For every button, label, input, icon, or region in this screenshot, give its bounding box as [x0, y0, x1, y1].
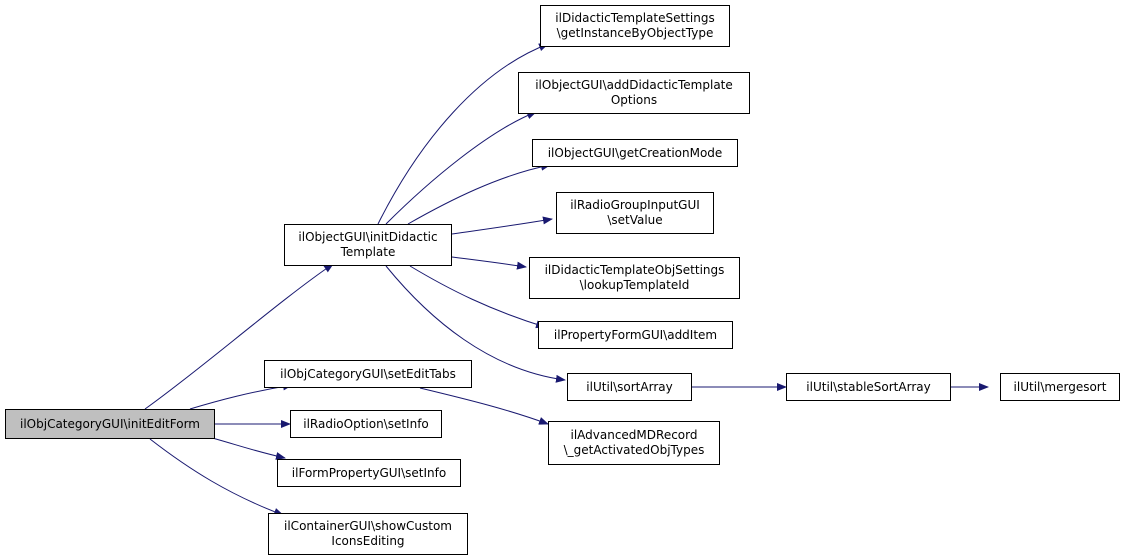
node-add-didactic-template-options[interactable]: ilObjectGUI\addDidacticTemplate Options	[518, 72, 750, 114]
node-label-group: ilDidacticTemplateObjSettings \lookupTem…	[545, 263, 725, 293]
node-label-line-1: ilAdvancedMDRecord	[570, 428, 698, 442]
node-label: ilPropertyFormGUI\addItem	[553, 327, 718, 342]
node-label-group: ilContainerGUI\showCustom IconsEditing	[284, 519, 452, 549]
node-label-line-2: \setValue	[607, 213, 663, 227]
node-get-activated-obj-types[interactable]: ilAdvancedMDRecord \_getActivatedObjType…	[548, 421, 720, 465]
edge-initdidactic-to-sortarray	[385, 265, 566, 383]
node-label-group: ilDidacticTemplateSettings \getInstanceB…	[555, 11, 714, 41]
node-label-line-2: Options	[610, 93, 658, 107]
edge-initdidactic-to-getinstance	[377, 43, 549, 225]
node-label-line-1: ilContainerGUI\showCustom	[284, 519, 452, 533]
edge-root-to-setinfoform	[204, 435, 286, 460]
edge-root-to-showcustom	[149, 438, 284, 516]
node-label: ilRadioOption\setInfo	[303, 416, 429, 431]
node-label-group: ilAdvancedMDRecord \_getActivatedObjType…	[564, 428, 705, 458]
node-set-edit-tabs[interactable]: ilObjCategoryGUI\setEditTabs	[264, 360, 472, 388]
edge-initdidactic-to-adddidactic	[385, 111, 537, 225]
node-label-line-1: ilObjectGUI\initDidactic	[298, 230, 438, 244]
edge-initdidactic-to-lookuptemplate	[451, 256, 527, 270]
node-stable-sort-array[interactable]: ilUtil\stableSortArray	[786, 373, 951, 401]
node-get-instance-by-object-type[interactable]: ilDidacticTemplateSettings \getInstanceB…	[540, 5, 730, 47]
node-label: ilFormPropertyGUI\setInfo	[291, 465, 447, 480]
edge-initdidactic-to-getcreationmode	[407, 162, 551, 225]
node-radio-option-set-info[interactable]: ilRadioOption\setInfo	[290, 410, 442, 438]
node-label-line-1: ilRadioGroupInputGUI	[570, 198, 700, 212]
node-label-line-1: ilObjectGUI\addDidacticTemplate	[535, 78, 733, 92]
node-label-line-2: \getInstanceByObjectType	[556, 26, 714, 40]
node-label-line-2: IconsEditing	[331, 534, 405, 548]
node-label: ilUtil\stableSortArray	[806, 379, 931, 394]
node-label: ilUtil\mergesort	[1013, 379, 1107, 394]
node-label-group: ilObjectGUI\addDidacticTemplate Options	[535, 78, 733, 108]
node-show-custom-icons-editing[interactable]: ilContainerGUI\showCustom IconsEditing	[268, 513, 468, 555]
edge-root-to-seteditabs	[189, 382, 293, 410]
node-init-edit-form: ilObjCategoryGUI\initEditForm	[5, 409, 215, 439]
node-get-creation-mode[interactable]: ilObjectGUI\getCreationMode	[532, 139, 738, 167]
edge-seteditabs-to-getactivated	[419, 387, 549, 425]
node-label-group: ilObjectGUI\initDidactic Template	[298, 230, 437, 260]
node-mergesort[interactable]: ilUtil\mergesort	[1000, 373, 1120, 401]
node-label: ilObjCategoryGUI\setEditTabs	[280, 366, 456, 381]
node-sort-array[interactable]: ilUtil\sortArray	[567, 373, 692, 401]
node-label-line-2: \lookupTemplateId	[579, 278, 690, 292]
node-label: ilUtil\sortArray	[586, 379, 673, 394]
node-radio-group-set-value[interactable]: ilRadioGroupInputGUI \setValue	[556, 192, 714, 234]
node-lookup-template-id[interactable]: ilDidacticTemplateObjSettings \lookupTem…	[529, 257, 740, 299]
node-label-line-2: \_getActivatedObjTypes	[563, 443, 705, 457]
node-label-line-1: ilDidacticTemplateSettings	[555, 11, 715, 25]
node-label-line-2: Template	[340, 245, 396, 259]
node-label-line-1: ilDidacticTemplateObjSettings	[544, 263, 725, 277]
node-label-group: ilRadioGroupInputGUI \setValue	[570, 198, 700, 228]
node-property-form-add-item[interactable]: ilPropertyFormGUI\addItem	[538, 321, 733, 349]
edge-initdidactic-to-setvalue	[451, 216, 553, 235]
node-label: ilObjCategoryGUI\initEditForm	[20, 416, 200, 431]
edge-root-to-initdidactic	[144, 263, 334, 410]
node-form-property-set-info[interactable]: ilFormPropertyGUI\setInfo	[277, 459, 461, 487]
node-label: ilObjectGUI\getCreationMode	[547, 145, 723, 160]
node-init-didactic-template[interactable]: ilObjectGUI\initDidactic Template	[284, 224, 452, 266]
edge-initdidactic-to-additem	[409, 265, 546, 329]
